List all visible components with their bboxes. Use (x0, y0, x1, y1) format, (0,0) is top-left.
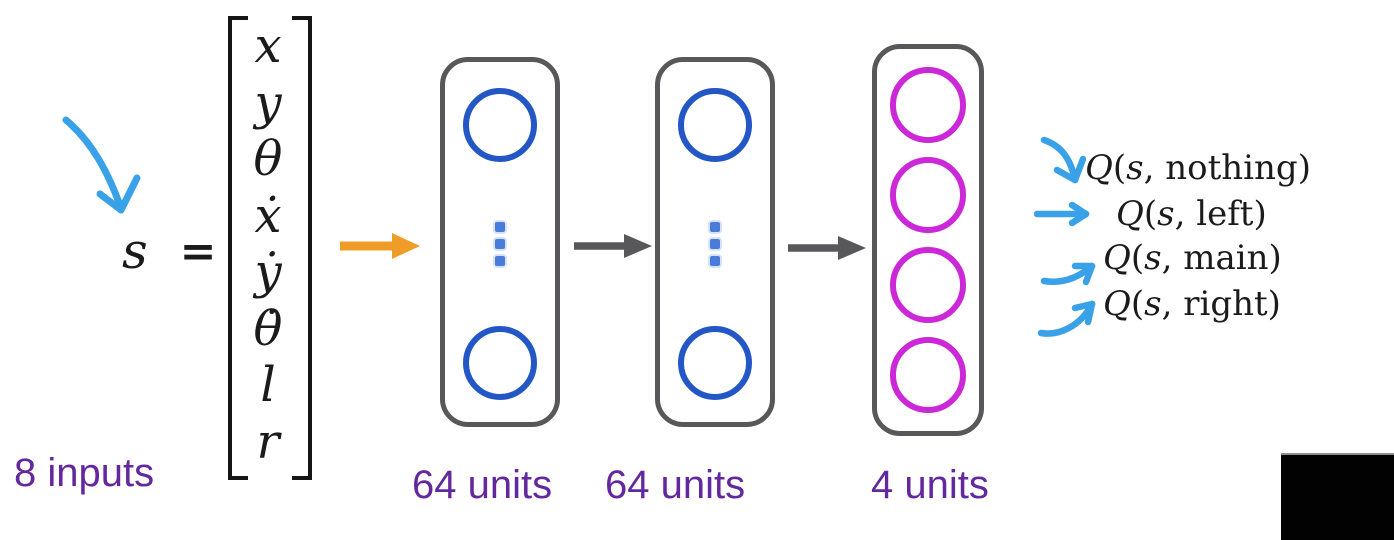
state-equation: s = (122, 226, 216, 276)
q-label-part: Q (1085, 148, 1113, 188)
layer-2-units-label: 64 units (605, 463, 746, 507)
ellipsis-dot (495, 256, 505, 266)
input-flow-arrow-icon (340, 233, 420, 259)
ellipsis-dot (710, 239, 720, 249)
inputs-count-label: 8 inputs (14, 451, 155, 495)
q-label-part: , (1161, 238, 1184, 278)
layer-3-units-label: 4 units (871, 463, 989, 507)
q-label-part: s (1144, 284, 1162, 324)
state-symbol: s (122, 222, 148, 280)
layer-2-unit-2 (678, 326, 752, 400)
layer-3-unit-3 (890, 247, 966, 323)
hidden-units-ellipsis-icon (495, 222, 505, 266)
q-label-part: ) (1297, 148, 1311, 188)
vector-entry-3: ẋ (254, 187, 282, 244)
ellipsis-dot (710, 222, 720, 232)
layer-1-units-label: 64 units (412, 463, 553, 507)
hidden-units-ellipsis-icon (710, 222, 720, 266)
vector-entry-2: θ (253, 131, 283, 188)
layer-3-unit-2 (890, 157, 966, 233)
q-label-part: ) (1268, 238, 1282, 278)
q-label-part: ( (1143, 194, 1158, 234)
vector-entry-6: l (260, 357, 276, 414)
ellipsis-dot (495, 239, 505, 249)
q-value-label-left: Q(s, left) (1116, 194, 1267, 234)
q-output-arrow-left-icon (1034, 200, 1100, 228)
layer-1-box (440, 57, 560, 427)
q-value-label-nothing: Q(s, nothing) (1085, 148, 1311, 188)
q-label-part: s (1144, 238, 1162, 278)
q-label-part: nothing (1165, 148, 1298, 188)
q-label-part: s (1126, 148, 1144, 188)
q-output-arrow-main-icon (1040, 252, 1102, 288)
layer-3-unit-1 (890, 67, 966, 143)
layer-1-unit-2 (463, 326, 537, 400)
layer-2-box (655, 57, 775, 427)
layer1-to-layer2-arrow-icon (574, 234, 652, 258)
vector-entry-5: θ̇ (253, 300, 283, 357)
ellipsis-dot (710, 256, 720, 266)
q-label-part: ) (1267, 284, 1281, 324)
vector-entry-0: x (254, 18, 282, 75)
layer-3-box (872, 44, 984, 436)
q-label-part: , (1174, 194, 1197, 234)
q-label-part: main (1183, 238, 1269, 278)
q-label-part: ( (1130, 284, 1145, 324)
q-label-part: ( (1130, 238, 1145, 278)
q-label-part: Q (1116, 194, 1144, 234)
q-label-part: Q (1103, 284, 1131, 324)
q-label-part: right (1183, 284, 1268, 324)
q-label-part: , (1161, 284, 1184, 324)
vector-entry-4: ẏ (254, 244, 282, 301)
layer2-to-layer3-arrow-icon (788, 236, 866, 260)
equals-sign: = (179, 226, 217, 277)
q-label-part: left (1196, 194, 1254, 234)
q-label-part: ) (1253, 194, 1267, 234)
black-overlay-rect (1281, 453, 1394, 540)
q-label-part: ( (1112, 148, 1127, 188)
layer-1-unit-1 (463, 88, 537, 162)
layer-3-unit-4 (890, 337, 966, 413)
layer-2-unit-1 (678, 88, 752, 162)
ellipsis-dot (495, 222, 505, 232)
vector-right-bracket (292, 16, 312, 480)
q-label-part: s (1157, 194, 1175, 234)
q-output-arrow-nothing-icon (1038, 134, 1086, 188)
vector-left-bracket (228, 16, 248, 480)
q-output-arrow-right-icon (1036, 289, 1102, 339)
vector-entry-7: r (256, 413, 280, 470)
q-label-part: , (1143, 148, 1166, 188)
q-value-label-right: Q(s, right) (1103, 284, 1281, 324)
input-pointer-arrow-icon (62, 116, 141, 214)
q-value-label-main: Q(s, main) (1103, 238, 1282, 278)
q-label-part: Q (1103, 238, 1131, 278)
vector-entry-1: y (254, 74, 282, 131)
